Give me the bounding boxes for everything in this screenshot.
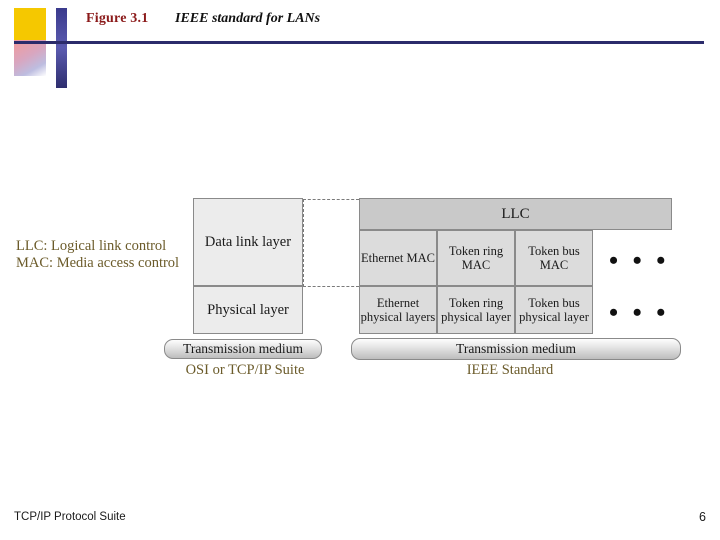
figure-label: Figure 3.1 [86, 11, 149, 26]
box-physical-layer: Physical layer [193, 286, 303, 334]
pill-transmission-medium-left: Transmission medium [164, 339, 322, 359]
caption-ieee-standard: IEEE Standard [466, 362, 554, 378]
box-data-link-layer: Data link layer [193, 198, 303, 286]
box-token-ring-mac: Token ring MAC [437, 230, 515, 286]
legend-mac: MAC: Media access control [16, 255, 180, 271]
footer-page-number: 6 [699, 510, 706, 524]
box-ethernet-mac: Ethernet MAC [359, 230, 437, 286]
title-divider [14, 41, 704, 44]
legend-llc: LLC: Logical link control [16, 238, 167, 254]
dashed-connector-middle [303, 286, 359, 287]
box-llc: LLC [359, 198, 672, 230]
dashed-connector-vertical [303, 199, 304, 287]
pill-transmission-medium-right: Transmission medium [351, 338, 681, 360]
box-token-bus-physical-layer: Token bus physical layer [515, 286, 593, 334]
ellipsis-mac-row: • • • [609, 246, 670, 275]
decor-blue-bar [56, 8, 67, 88]
figure-title: IEEE standard for LANs [175, 11, 321, 26]
box-ethernet-physical-layers: Ethernet physical layers [359, 286, 437, 334]
box-token-ring-physical-layer: Token ring physical layer [437, 286, 515, 334]
caption-osi-tcpip: OSI or TCP/IP Suite [185, 362, 305, 378]
decor-gradient-square [14, 40, 46, 76]
dashed-connector-top [303, 199, 359, 200]
footer-note: TCP/IP Protocol Suite [14, 511, 126, 523]
box-token-bus-mac: Token bus MAC [515, 230, 593, 286]
ellipsis-physical-row: • • • [609, 298, 670, 327]
decor-yellow-square [14, 8, 46, 40]
legend: LLC: Logical link control MAC: Media acc… [16, 238, 179, 272]
